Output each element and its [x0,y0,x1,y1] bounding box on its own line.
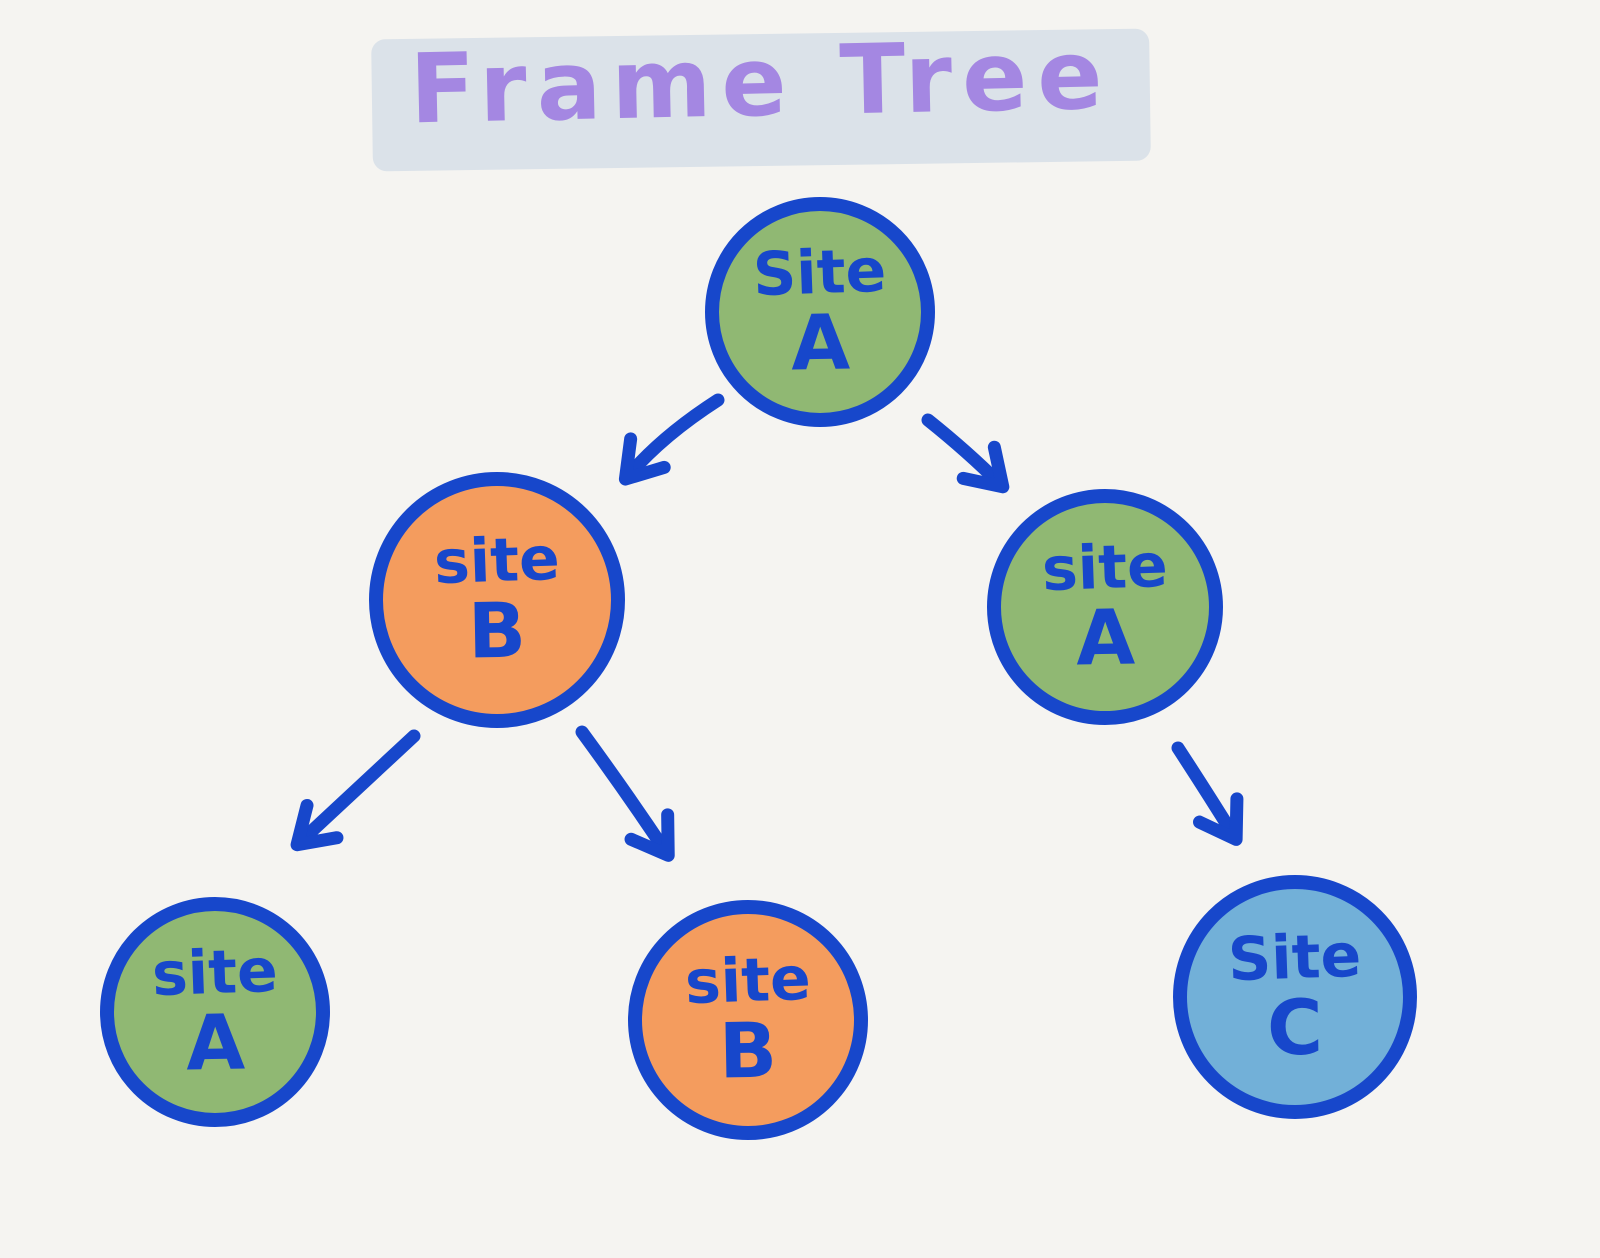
node-label-line1: Site [1227,920,1363,996]
node-label-line2: B [467,585,527,676]
node-label-line2: B [718,1005,778,1096]
node-site-b-level2: site B [369,472,625,728]
node-label-line2: A [789,297,851,388]
node-site-a-root: Site A [705,197,935,427]
node-site-a-level3: site A [100,897,330,1127]
arrow-site-b-to-site-b-bottom [575,725,675,862]
arrow-site-b-to-site-a-left [290,729,421,852]
node-label-line1: site [150,935,280,1011]
node-label-line1: site [683,943,813,1019]
node-label-line1: site [432,523,562,599]
arrow-root-to-site-a-right [921,413,1010,494]
node-label-line2: C [1266,982,1324,1073]
node-label-line2: A [1074,592,1136,683]
arrow-site-a-right-to-site-c [1171,741,1244,846]
node-site-b-level3: site B [628,900,868,1140]
node-label-line2: A [184,997,246,1088]
node-label-line1: Site [752,235,888,311]
node-site-a-level2: site A [987,489,1223,725]
node-label-line1: site [1040,530,1170,606]
arrow-root-to-site-b [618,393,725,486]
node-site-c-level3: Site C [1173,875,1417,1119]
